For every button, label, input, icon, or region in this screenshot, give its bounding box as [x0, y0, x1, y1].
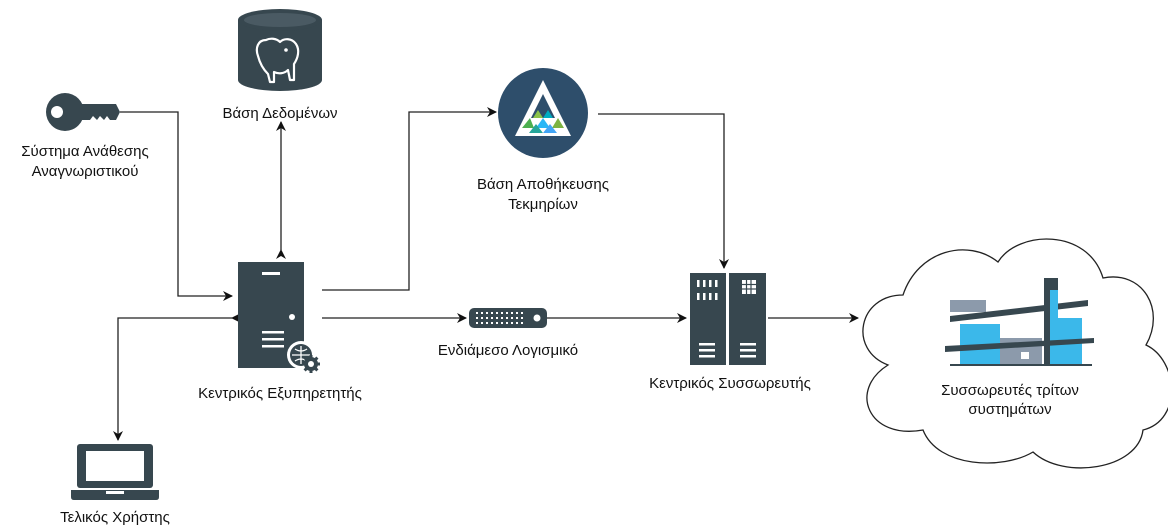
- cloud-building-icon: [945, 278, 1094, 366]
- network-switch-icon: [469, 308, 547, 328]
- third-party-label-line2: συστημάτων: [968, 401, 1052, 418]
- end-user-label: Τελικός Χρήστης: [60, 509, 170, 526]
- server-label: Κεντρικός Εξυπηρετητής: [198, 385, 362, 402]
- id-system-label-line1: Σύστημα Ανάθεσης: [21, 143, 149, 160]
- server-gear-icon: [238, 262, 320, 373]
- archive-label-line1: Βάση Αποθήκευσης: [476, 176, 609, 193]
- edges: [113, 107, 859, 441]
- edge-archive-to-aggregator: [598, 113, 729, 269]
- server-rack-icon: [690, 273, 766, 365]
- archive-logo-icon: [498, 68, 588, 158]
- edge-key-to-server: [120, 111, 233, 301]
- id-system-label-line2: Αναγνωριστικού: [31, 163, 139, 180]
- archive-label-line2: Τεκμηρίων: [508, 196, 578, 213]
- middleware-label: Ενδιάμεσο Λογισμικό: [437, 342, 579, 359]
- database-label: Βάση Δεδομένων: [222, 105, 338, 122]
- edge-server-to-archive: [322, 107, 497, 291]
- aggregator-label: Κεντρικός Συσσωρευτής: [649, 375, 811, 392]
- edge-server-enduser: [113, 313, 241, 441]
- third-party-label-line1: Συσσωρευτές τρίτων: [941, 382, 1079, 399]
- laptop-icon: [71, 444, 159, 500]
- key-icon: [46, 93, 120, 131]
- postgresql-database-icon: [238, 9, 322, 91]
